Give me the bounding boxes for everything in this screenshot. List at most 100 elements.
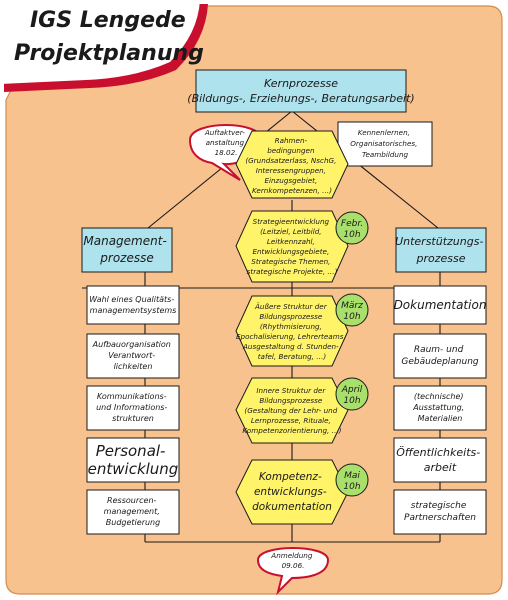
support-item-line: Raum- und xyxy=(414,345,464,355)
hexagon-line: Bildungsprozesse xyxy=(259,312,323,321)
milestone-febr: Febr. 10h xyxy=(335,211,369,245)
milestone-hours: 10h xyxy=(343,396,360,406)
management-item-line: und Informations- xyxy=(96,403,167,412)
milestone-hours: 10h xyxy=(343,312,360,322)
hexagon-line: Kompetenzorientierung, …) xyxy=(242,426,341,435)
hexagon-line: Einzugsgebiet, xyxy=(264,176,317,185)
support-item-line: strategische xyxy=(411,501,467,511)
hexagon-line: Interessengruppen, xyxy=(256,166,326,175)
hexagon-line: Äußere Struktur der xyxy=(254,302,328,311)
hexagon-strategieentwicklung-text: Strategieentwicklung (Leitziel, Leitbild… xyxy=(247,217,338,276)
kennenlernen-line: Teambildung xyxy=(362,150,409,159)
management-item-line: Wahl eines Qualitäts- xyxy=(89,295,174,304)
hexagon-kompetenzentwicklung xyxy=(235,459,349,525)
title-line-2: Projektplanung xyxy=(14,41,204,66)
kennenlernen-line: Kennenlernen, xyxy=(358,128,410,137)
hexagon-rahmenbedingungen-text: Rahmen- bedingungen (Grundsatzerlass, Ns… xyxy=(245,136,338,195)
management-item-text: Personal- entwicklung xyxy=(88,442,179,478)
hexagon-line: (Gestaltung der Lehr- und xyxy=(244,406,337,415)
support-item-text: (technische) Ausstattung, Materialien xyxy=(412,392,467,423)
management-item-line: Aufbauorganisation xyxy=(92,340,171,349)
support-header-line: Unterstützungs- xyxy=(395,235,483,248)
support-item-text: Dokumentation xyxy=(394,298,487,312)
management-item-line: Ressourcen- xyxy=(107,496,156,505)
milestone-mai: Mai 10h xyxy=(335,463,369,497)
management-item-text: Wahl eines Qualitäts- managementsystems xyxy=(89,295,177,315)
hexagon-line: Entwicklungsgebiete, xyxy=(252,247,329,256)
hexagon-line: Kernkompetenzen, …) xyxy=(252,186,332,195)
hexagon-line: (Grundsatzerlass, NschG, xyxy=(245,156,336,165)
support-item-line: Ausstattung, xyxy=(412,403,464,412)
management-item-text: Kommunikations- und Informations- strukt… xyxy=(96,392,170,423)
management-item-personal xyxy=(86,437,180,483)
hexagon-innere-struktur xyxy=(235,377,349,444)
hexagon-line: entwicklungs- xyxy=(254,486,327,498)
hexagon-line: dokumentation xyxy=(252,501,332,513)
title-banner xyxy=(0,0,200,84)
management-item-line: management, xyxy=(104,507,160,516)
hexagon-strategieentwicklung xyxy=(235,210,349,283)
hexagon-line: (Leitziel, Leitbild, xyxy=(260,227,321,236)
support-header-box xyxy=(395,227,487,273)
hexagon-line: Strategieentwicklung xyxy=(253,217,330,226)
management-item-ressourcen xyxy=(86,489,180,535)
management-header-line: Management- xyxy=(83,234,166,248)
management-item-line: Personal- xyxy=(96,442,166,460)
support-header-line: prozesse xyxy=(415,252,465,265)
milestone-month: April xyxy=(341,385,363,395)
callout-anmeldung xyxy=(256,547,330,596)
hexagon-line: Kompetenz- xyxy=(259,471,322,483)
support-item-raumplanung xyxy=(393,333,487,379)
support-item-oeffentlichkeit xyxy=(393,437,487,483)
hexagon-line: Epochalisierung, Lehrerteams, xyxy=(236,332,346,341)
kernprozesse-subtitle: (Bildungs-, Erziehungs-, Beratungsarbeit… xyxy=(187,92,414,105)
support-item-line: arbeit xyxy=(424,461,457,474)
callout-anmeldung-text: Anmeldung 09.06. xyxy=(270,551,314,570)
management-item-text: Aufbauorganisation Verantwort- lichkeite… xyxy=(92,340,174,371)
management-item-line: Budgetierung xyxy=(106,518,160,527)
milestone-maerz: März 10h xyxy=(335,293,369,327)
hexagon-line: Ausgestaltung d. Stunden- xyxy=(242,342,339,351)
hexagon-line: Bildungsprozesse xyxy=(259,396,323,405)
management-header-box xyxy=(81,227,173,273)
milestone-circle xyxy=(335,377,369,411)
management-item-qms xyxy=(86,285,180,325)
support-item-ausstattung xyxy=(393,385,487,431)
hexagon-rahmenbedingungen xyxy=(235,130,349,199)
support-item-text: Raum- und Gebäudeplanung xyxy=(401,345,479,367)
hexagon-line: Strategische Themen, xyxy=(251,257,330,266)
milestone-month: März xyxy=(341,301,363,311)
support-item-dokumentation xyxy=(393,285,487,325)
hexagon-aeussere-struktur xyxy=(235,295,349,367)
management-item-aufbau xyxy=(86,333,180,379)
hexagon-line: Lernprozesse, Rituale, xyxy=(251,416,331,425)
callout-auftakt-text: Auftaktver- anstaltung 18.02. xyxy=(204,128,247,157)
milestone-circle xyxy=(335,293,369,327)
milestone-month: Febr. xyxy=(341,219,363,229)
support-item-line: Materialien xyxy=(418,414,463,423)
management-header-line: prozesse xyxy=(99,251,153,265)
management-header: Management- prozesse xyxy=(83,234,170,265)
management-item-text: Ressourcen- management, Budgetierung xyxy=(104,496,163,527)
support-item-line: (technische) xyxy=(414,392,464,401)
callout-auftakt-line: Auftaktver- xyxy=(204,128,245,137)
support-item-line: Dokumentation xyxy=(394,298,487,312)
support-item-text: strategische Partnerschaften xyxy=(404,501,476,523)
kennenlernen-text: Kennenlernen, Organisatorisches, Teambil… xyxy=(350,128,419,159)
support-item-line: Öffentlichkeits- xyxy=(396,446,480,459)
support-header: Unterstützungs- prozesse xyxy=(395,235,487,265)
management-item-line: strukturen xyxy=(112,414,154,423)
milestone-hours: 10h xyxy=(343,482,360,492)
kennenlernen-line: Organisatorisches, xyxy=(350,139,417,148)
milestone-hours: 10h xyxy=(343,230,360,240)
management-item-line: entwicklung xyxy=(88,460,179,478)
hexagon-line: (Rhythmisierung, xyxy=(260,322,322,331)
kernprozesse-box xyxy=(195,69,407,113)
management-item-line: Kommunikations- xyxy=(97,392,167,401)
support-item-line: Gebäudeplanung xyxy=(401,357,479,367)
support-item-line: Partnerschaften xyxy=(404,513,476,523)
support-item-text: Öffentlichkeits- arbeit xyxy=(396,446,484,474)
hexagon-line: Leitkennzahl, xyxy=(267,237,315,246)
